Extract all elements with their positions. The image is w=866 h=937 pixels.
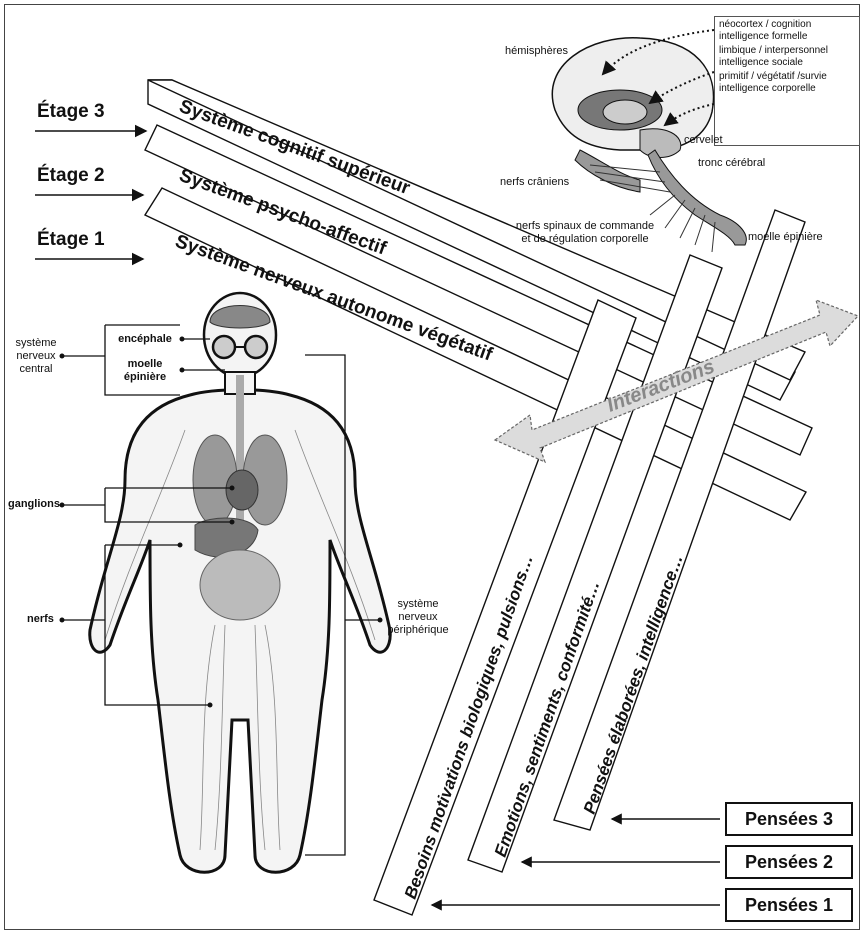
etage-1-label: Étage 1 [37, 229, 105, 251]
pensees-1-box: Pensées 1 [725, 888, 853, 922]
hemispheres-label: hémisphères [505, 45, 568, 58]
ganglions-label: ganglions [8, 498, 60, 511]
encephale-label: encéphale [110, 333, 180, 346]
cervelet-label: cervelet [684, 134, 723, 147]
pensees-2-box: Pensées 2 [725, 845, 853, 879]
brain-level-neocortex: néocortex / cognition intelligence forme… [719, 19, 855, 42]
nerfs-label: nerfs [27, 613, 54, 626]
brain-level-limbique: limbique / interpersonnel intelligence s… [719, 45, 855, 68]
etage-2-label: Étage 2 [37, 165, 105, 187]
pensees-3-box: Pensées 3 [725, 802, 853, 836]
brain-levels-box: néocortex / cognition intelligence forme… [714, 16, 860, 146]
nerfs-craniens-label: nerfs crâniens [500, 176, 569, 189]
tronc-label: tronc cérébral [698, 157, 765, 170]
moelle-epiniere-label: moelle épinière [748, 231, 823, 244]
etage-3-label: Étage 3 [37, 101, 105, 123]
brain-level-primitif: primitif / végétatif /survie intelligenc… [719, 71, 855, 94]
